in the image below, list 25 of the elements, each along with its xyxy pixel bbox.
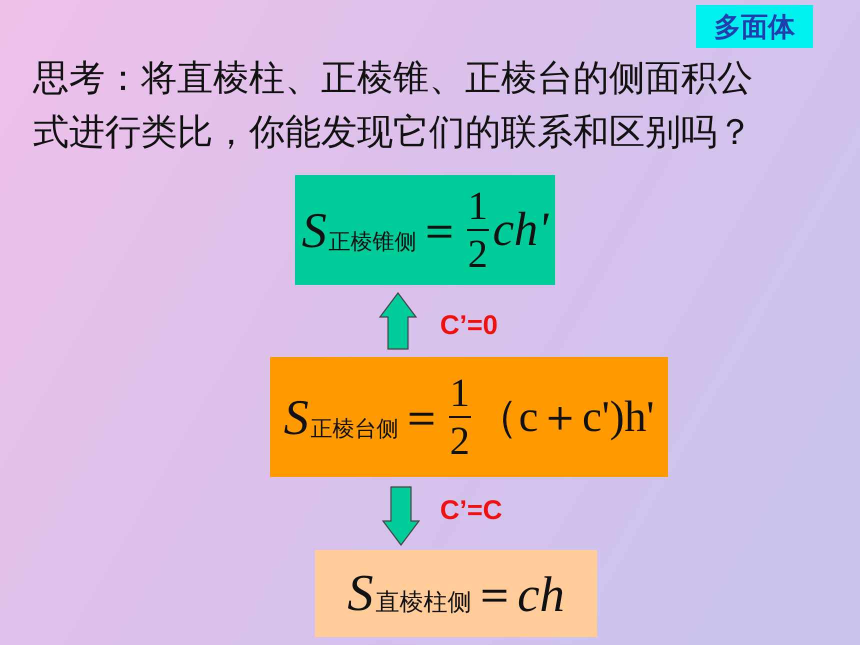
numerator: 1 [450,372,470,414]
equals-sign: ＝ [471,570,518,616]
numerator: 1 [468,185,488,227]
variable-s: S [302,205,327,255]
denominator: 2 [468,233,488,275]
subscript: 正棱台侧 [310,415,399,443]
title-badge: 多面体 [696,5,813,48]
equals-sign: ＝ [398,394,445,440]
variable-s: S [284,392,309,442]
denominator: 2 [450,420,470,462]
subscript: 直棱柱侧 [375,588,472,618]
formula-box [315,550,597,637]
formula-box [270,357,668,477]
variable-s: S [347,568,374,620]
block-arrow [378,292,418,350]
edge-label: C’=C [440,495,502,526]
formula-term: ch' [492,206,548,254]
formula-term: ch [517,568,565,618]
block-arrow [382,486,420,546]
formula-term: （c＋c')h' [474,395,654,439]
edge-label: C’=0 [440,310,498,341]
equals-sign: ＝ [416,207,463,253]
formula-box [295,175,555,285]
subscript: 正棱锥侧 [328,228,417,256]
question-text: 思考：将直棱柱、正棱锥、正棱台的侧面积公式进行类比，你能发现它们的联系和区别吗？ [33,57,754,155]
